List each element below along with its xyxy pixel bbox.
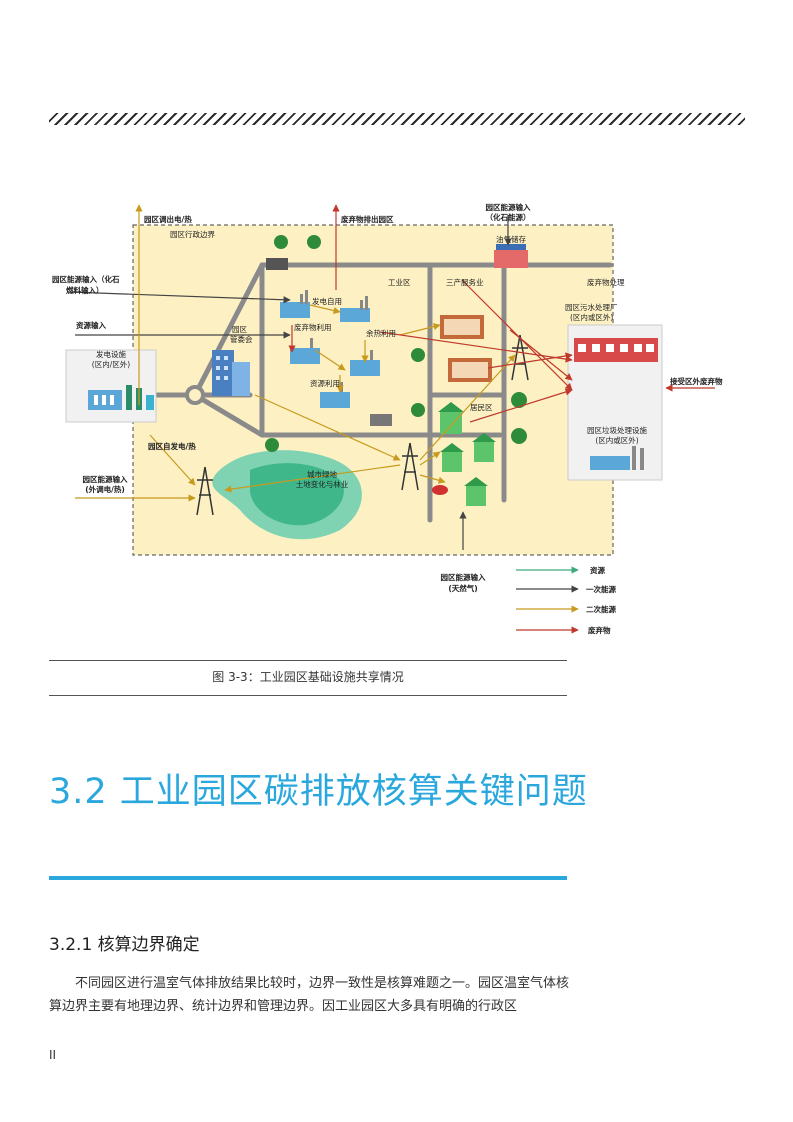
label-power-export: 园区调出电/热 [144,214,192,224]
label-gas-input-2: (天然气) [448,583,477,593]
label-fossil-input-2: （化石能源） [486,212,531,222]
label-tertiary-zone: 三产服务业 [446,277,484,287]
label-admin-boundary: 园区行政边界 [170,229,215,239]
waste-flows [288,204,715,423]
label-garbage-2: (区内或区外) [595,435,638,445]
truck-icon [266,258,392,426]
trees [265,235,527,452]
section-title: 3.2 工业园区碳排放核算关键问题 [49,772,588,812]
label-self-power: 发电自用 [312,296,342,306]
label-power-plant-1: 发电设施 [96,349,126,359]
label-resource-use: 资源利用 [310,378,340,388]
caption-rule-top [49,660,567,661]
primary-energy-flows [69,215,512,550]
label-power-plant-2: (区内/区外) [92,359,130,369]
service-buildings [440,315,492,382]
section-rule [49,876,567,880]
legend-label-primary: 一次能源 [586,584,616,594]
factory-icons [280,290,380,408]
legend-label-secondary: 二次能源 [586,604,616,614]
label-industrial-zone: 工业区 [388,277,411,287]
infrastructure-diagram: 园区调出电/热 园区行政边界 废弃物排出园区 园区能源输入 （化石能源） 油气储… [52,202,723,635]
label-energy-input-fossil-1: 园区能源输入（化石 [52,274,120,284]
label-accept-waste: 接受区外废弃物 [670,376,723,386]
page-number: II [49,1048,57,1062]
label-oil-storage: 油气储存 [496,234,526,244]
label-waste-heat-use: 余热利用 [366,328,396,338]
label-park-committee-2: 管委会 [230,334,253,344]
caption-rule-bottom [49,695,567,696]
legend: 资源 一次能源 二次能源 废弃物 [516,565,616,635]
admin-building-icon [212,350,250,396]
label-waste-export: 废弃物排出园区 [341,214,394,224]
label-energy-input-fossil-2: 燃料输入） [66,285,104,295]
header-hatch-bar [49,113,745,125]
label-residential-zone: 居民区 [470,403,493,412]
label-green-2: 土地变化与林业 [296,479,349,489]
label-waste-disposal: 废弃物处理 [587,277,625,287]
secondary-energy-flows [75,204,516,502]
sewage-plant-icon [574,338,658,362]
label-park-committee-1: 园区 [232,325,247,334]
label-self-generation: 园区自发电/热 [148,441,196,451]
car-icon [432,485,448,495]
subsection-title: 3.2.1 核算边界确定 [49,935,200,955]
transmission-towers [196,334,529,516]
figure-caption: 图 3-3：工业园区基础设施共享情况 [212,670,404,684]
label-external-input-2: (外调电/热) [85,484,125,494]
park-boundary [132,224,614,556]
label-green-1: 城市绿地 [307,469,337,479]
label-fossil-input-1: 园区能源输入 [486,202,531,212]
label-garbage-1: 园区垃圾处理设施 [587,425,647,435]
label-sewage-2: (区内或区外) [570,312,613,322]
oil-storage-icon [494,244,528,268]
label-gas-input-1: 园区能源输入 [441,572,486,582]
legend-label-waste: 废弃物 [588,625,611,635]
garbage-plant-icon [590,446,644,470]
body-paragraph: 不同园区进行温室气体排放结果比较时，边界一致性是核算难题之一。园区温室气体核算边… [49,976,570,1014]
label-resource-input: 资源输入 [76,320,106,330]
label-sewage-1: 园区污水处理厂 [565,302,618,312]
label-waste-use: 废弃物利用 [294,322,332,332]
residential-houses [438,402,496,506]
legend-label-resource: 资源 [590,565,605,575]
label-external-input-1: 园区能源输入 [83,474,128,484]
